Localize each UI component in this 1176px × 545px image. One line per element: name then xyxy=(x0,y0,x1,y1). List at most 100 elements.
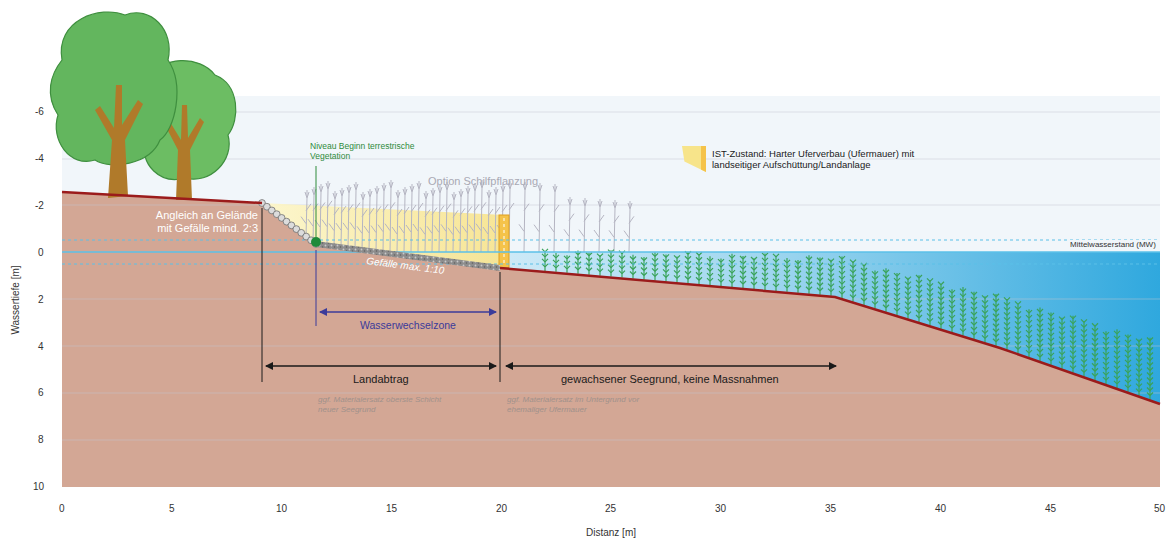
plant-leaves xyxy=(1015,301,1021,349)
reed-head xyxy=(319,184,323,192)
ground xyxy=(62,192,1160,487)
dimension-lines xyxy=(262,208,836,382)
illustration-part xyxy=(506,365,836,366)
reed-head xyxy=(361,192,365,200)
reed-stem xyxy=(524,190,525,252)
reed-leaf xyxy=(348,204,353,211)
axis-tick: 6 xyxy=(38,387,44,399)
axis-tick: 8 xyxy=(38,434,44,446)
axis-tick: 4 xyxy=(38,341,44,353)
plant-leaves xyxy=(850,260,856,298)
axis-tick: 30 xyxy=(715,503,726,515)
reed-leaf xyxy=(609,230,614,237)
reed-leaf xyxy=(376,206,381,213)
annotation: Niveau Beginn terrestrische Vegetation xyxy=(310,141,420,161)
reed-leaf xyxy=(341,206,346,213)
plant-leaves xyxy=(652,253,658,276)
reed-stem xyxy=(446,190,447,252)
plant-stem xyxy=(1072,316,1073,373)
reed-leaf xyxy=(476,224,481,231)
reed-head xyxy=(347,185,351,193)
reed-head xyxy=(598,199,602,207)
reed-stem xyxy=(313,195,314,242)
dimension-label: gewachsener Seegrund, keine Massnahmen xyxy=(561,373,779,386)
illustration-part xyxy=(62,264,1160,265)
plant-leaves xyxy=(707,258,713,281)
illustration-part xyxy=(62,159,1160,160)
reed-leaf xyxy=(392,227,397,234)
plant-leaves xyxy=(663,254,669,277)
plant-leaves xyxy=(839,256,845,294)
reed-stem xyxy=(306,198,307,236)
reed-leaf xyxy=(390,202,395,209)
plant-stem xyxy=(951,289,952,332)
reed-head xyxy=(424,191,428,199)
plant-leaves xyxy=(564,256,570,269)
reed-plants xyxy=(301,180,634,252)
reed-leaf xyxy=(519,224,524,231)
zone-label: Wasserwechselzone xyxy=(360,319,456,332)
reed-head xyxy=(333,191,337,199)
reed-leaf xyxy=(308,219,313,226)
reed-head xyxy=(459,189,463,197)
reed-stem xyxy=(569,205,570,252)
reed-stem xyxy=(453,200,454,252)
reed-stem xyxy=(383,191,384,252)
plant-leaves xyxy=(729,255,735,283)
reed-leaf xyxy=(509,203,514,210)
stone-slope xyxy=(259,200,320,248)
plant-leaves xyxy=(718,259,724,282)
reed-leaf xyxy=(362,210,367,217)
plant-leaves xyxy=(608,250,614,273)
plant-leaves xyxy=(1059,317,1065,365)
reed-leaf xyxy=(434,225,439,232)
plant-leaves xyxy=(1026,310,1032,353)
illustration-part xyxy=(500,272,501,382)
tree-trunk xyxy=(95,85,143,198)
reed-stem xyxy=(418,189,419,252)
reed-leaf xyxy=(334,208,339,215)
terrain-line xyxy=(62,192,262,203)
reed-head xyxy=(340,188,344,196)
terrain-line xyxy=(500,268,1160,404)
plant-stem xyxy=(599,255,600,276)
reed-leaf xyxy=(629,216,634,223)
axis-tick: -6 xyxy=(35,106,44,118)
reed-head xyxy=(382,183,386,191)
reed-head xyxy=(487,190,491,198)
reed-head xyxy=(628,201,632,209)
slope-note: Angleich an Gelände mit Gefälle mind. 2:… xyxy=(144,209,258,235)
axis-tick: 0 xyxy=(38,247,44,259)
plant-leaves xyxy=(597,254,603,272)
reed-head xyxy=(538,183,542,191)
plant-leaves xyxy=(817,258,823,291)
plant-leaves xyxy=(773,254,779,287)
axis-tick: 2 xyxy=(38,294,44,306)
reed-leaf xyxy=(534,225,539,232)
reed-leaf xyxy=(418,203,423,210)
wall-mark xyxy=(504,218,505,266)
axis-tick: 0 xyxy=(59,503,65,515)
shore-wall xyxy=(499,215,509,268)
reed-leaf xyxy=(599,215,604,222)
grid-lines xyxy=(62,112,1160,440)
plant-leaves xyxy=(740,256,746,284)
plant-leaves xyxy=(806,257,812,290)
reed-head xyxy=(417,181,421,189)
reed-leaf xyxy=(579,230,584,237)
reed-stem xyxy=(539,191,540,252)
reed-leaf xyxy=(320,203,325,210)
axis-title: Wassertiefe [m] xyxy=(10,265,22,334)
reed-leaf xyxy=(327,201,332,208)
reed-leaf xyxy=(584,214,589,221)
plant-leaves xyxy=(1114,331,1120,384)
reed-leaf xyxy=(383,204,388,211)
reed-leaf xyxy=(369,208,374,215)
reed-leaf xyxy=(569,214,574,221)
plant-leaves xyxy=(696,252,702,280)
plant-leaves xyxy=(641,257,647,275)
axis-tick: 10 xyxy=(276,503,287,515)
reed-leaf xyxy=(490,226,495,233)
plant-leaves xyxy=(1081,319,1087,372)
plant-stem xyxy=(841,257,842,299)
